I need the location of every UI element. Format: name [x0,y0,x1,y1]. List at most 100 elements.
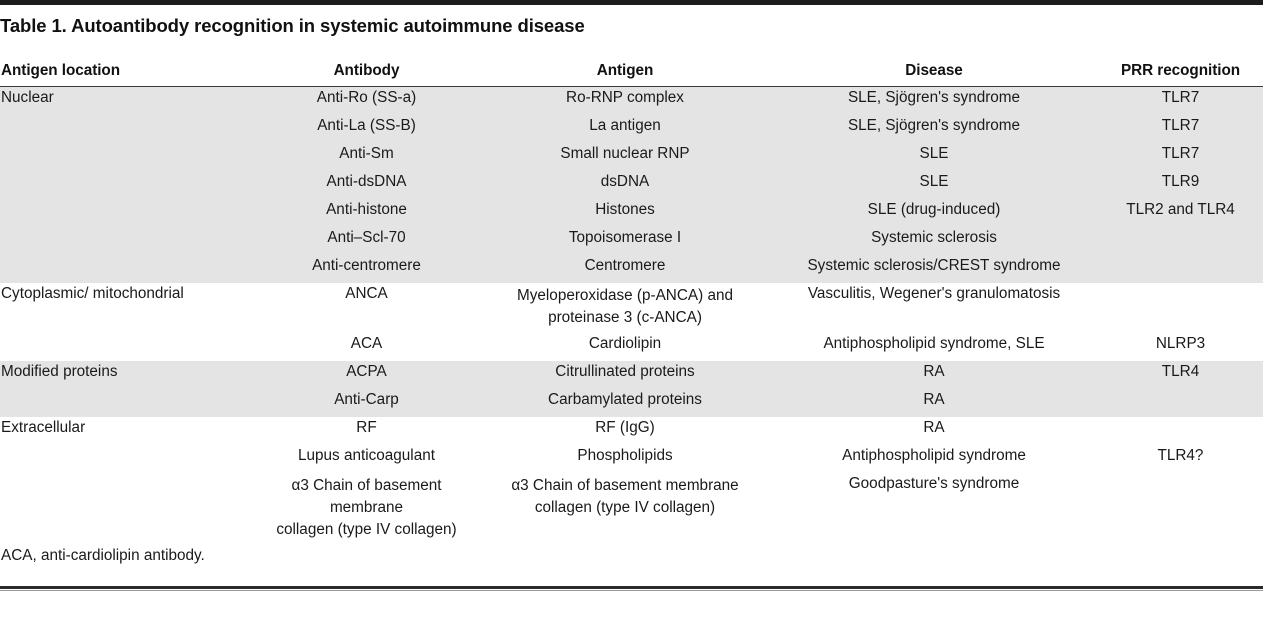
cell-antigen-location [0,171,253,199]
table-top-rule [0,0,1263,5]
cell-antigen-location: Modified proteins [0,361,253,389]
cell-antigen-location [0,255,253,283]
cell-disease: Systemic sclerosis [770,227,1098,255]
cell-antigen: Phospholipids [480,445,770,473]
cell-antigen-line-1: α3 Chain of basement membrane [511,477,739,494]
cell-disease: Antiphospholipid syndrome [770,445,1098,473]
cell-antigen: La antigen [480,115,770,143]
cell-prr-recognition [1098,473,1263,543]
table-row: α3 Chain of basement membrane collagen (t… [0,473,1263,543]
table-bottom-rule-hairline [0,590,1263,591]
table-header: Antigen location Antibody Antigen Diseas… [0,62,1263,87]
cell-antigen: Myeloperoxidase (p-ANCA) and proteinase 3… [480,283,770,333]
cell-disease: RA [770,361,1098,389]
cell-antibody: Anti-centromere [253,255,480,283]
cell-antigen-location: Nuclear [0,86,253,115]
cell-antibody: Lupus anticoagulant [253,445,480,473]
cell-antigen-location [0,115,253,143]
cell-disease: SLE [770,171,1098,199]
cell-antigen-line-2: proteinase 3 (c-ANCA) [548,309,702,326]
cell-disease: Antiphospholipid syndrome, SLE [770,333,1098,361]
table-bottom-rule [0,586,1263,589]
cell-disease: SLE [770,143,1098,171]
cell-prr-recognition: TLR7 [1098,86,1263,115]
autoantibody-table: Antigen location Antibody Antigen Diseas… [0,62,1263,543]
cell-disease: RA [770,417,1098,445]
cell-antibody: Anti-dsDNA [253,171,480,199]
cell-antigen-location: Extracellular [0,417,253,445]
cell-prr-recognition: NLRP3 [1098,333,1263,361]
cell-antibody: Anti-Sm [253,143,480,171]
cell-antibody: ANCA [253,283,480,333]
cell-antigen: Small nuclear RNP [480,143,770,171]
cell-antibody: Anti-La (SS-B) [253,115,480,143]
cell-antigen: Carbamylated proteins [480,389,770,417]
cell-antigen-location [0,227,253,255]
cell-prr-recognition [1098,283,1263,333]
cell-antibody-line-2: collagen (type IV collagen) [276,521,457,538]
table-footnote: ACA, anti-cardiolipin antibody. [1,547,205,564]
cell-antigen-location [0,199,253,227]
cell-antibody: Anti-Carp [253,389,480,417]
cell-disease: Goodpasture's syndrome [770,473,1098,543]
cell-antigen: Topoisomerase I [480,227,770,255]
cell-antigen-location [0,143,253,171]
cell-disease: RA [770,389,1098,417]
cell-disease: SLE, Sjögren's syndrome [770,115,1098,143]
cell-prr-recognition: TLR4? [1098,445,1263,473]
cell-disease: Vasculitis, Wegener's granulomatosis [770,283,1098,333]
cell-prr-recognition: TLR7 [1098,143,1263,171]
cell-antigen: Cardiolipin [480,333,770,361]
cell-antigen-location [0,389,253,417]
cell-antigen: Ro-RNP complex [480,86,770,115]
cell-prr-recognition [1098,389,1263,417]
cell-antibody: Anti-histone [253,199,480,227]
cell-prr-recognition: TLR2 and TLR4 [1098,199,1263,227]
cell-antibody: Anti-Ro (SS-a) [253,86,480,115]
column-header-antibody: Antibody [253,62,480,87]
table-title: Table 1. Autoantibody recognition in sys… [0,15,585,36]
column-header-antigen: Antigen [480,62,770,87]
cell-disease: SLE (drug-induced) [770,199,1098,227]
column-header-antigen-location: Antigen location [0,62,253,87]
column-header-disease: Disease [770,62,1098,87]
cell-antigen: dsDNA [480,171,770,199]
header-row: Antigen location Antibody Antigen Diseas… [0,62,1263,87]
cell-disease: Systemic sclerosis/CREST syndrome [770,255,1098,283]
cell-prr-recognition: TLR7 [1098,115,1263,143]
cell-antigen: Histones [480,199,770,227]
cell-antigen-location: Cytoplasmic/ mitochondrial [0,283,253,333]
cell-antibody: ACPA [253,361,480,389]
cell-antibody: ACA [253,333,480,361]
column-header-prr-recognition: PRR recognition [1098,62,1263,87]
cell-antigen-line-2: collagen (type IV collagen) [534,499,716,516]
cell-antigen: RF (IgG) [480,417,770,445]
cell-prr-recognition [1098,255,1263,283]
cell-antigen: α3 Chain of basement membrane collagen (t… [480,473,770,543]
cell-antigen-line-1: Myeloperoxidase (p-ANCA) and [517,287,733,304]
cell-prr-recognition: TLR4 [1098,361,1263,389]
cell-antigen: Citrullinated proteins [480,361,770,389]
cell-antigen-location [0,445,253,473]
cell-antigen-location [0,333,253,361]
cell-antigen: Centromere [480,255,770,283]
cell-prr-recognition: TLR9 [1098,171,1263,199]
cell-prr-recognition [1098,227,1263,255]
cell-antibody: RF [253,417,480,445]
cell-disease: SLE, Sjögren's syndrome [770,86,1098,115]
